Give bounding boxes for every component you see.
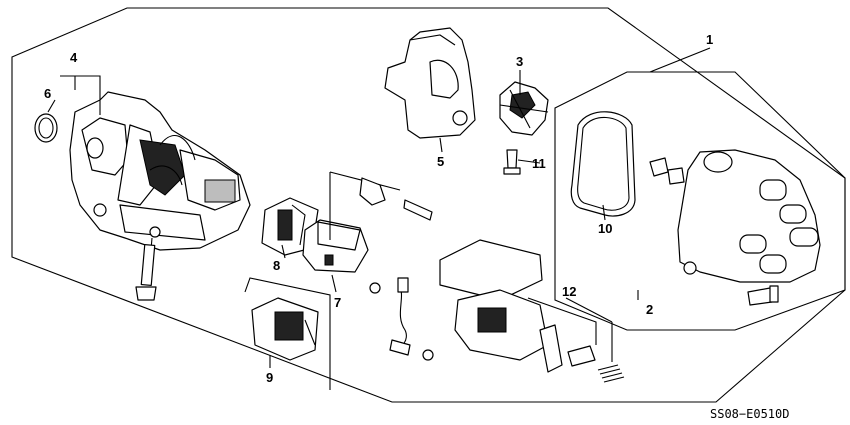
callout-6: 6 [44, 86, 51, 101]
callout-7: 7 [334, 295, 341, 310]
spring-and-bolt [567, 345, 625, 383]
ignition-module-lower [251, 297, 319, 361]
callout-2: 2 [646, 302, 653, 317]
distributor-housing [69, 91, 251, 301]
cap-subassembly-boundary [554, 71, 846, 331]
rotor [499, 81, 549, 175]
diagram-code: SS08−E0510D [710, 407, 789, 421]
part-9-boundary [244, 277, 331, 390]
igniter-unit [302, 171, 433, 294]
callout-10: 10 [598, 221, 612, 236]
callout-4: 4 [70, 50, 78, 65]
callout-9: 9 [266, 370, 273, 385]
cap-gasket [570, 111, 636, 217]
callout-11: 11 [532, 156, 546, 171]
ignition-wire [389, 277, 434, 361]
callout-1: 1 [706, 32, 713, 47]
callout-5: 5 [437, 154, 444, 169]
distributor-cap [649, 149, 821, 306]
callout-12: 12 [562, 284, 576, 299]
callout-8: 8 [273, 258, 280, 273]
leader-lines [47, 47, 711, 368]
callout-3: 3 [516, 54, 523, 69]
ignition-coil [439, 239, 563, 373]
o-ring [34, 113, 58, 143]
rotor-cover [384, 27, 476, 139]
